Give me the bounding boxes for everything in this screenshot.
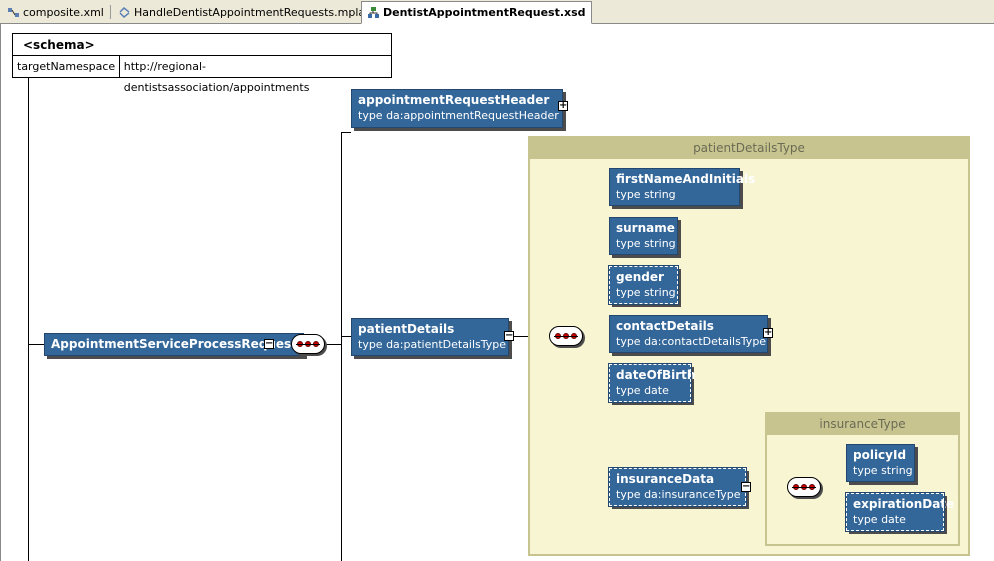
sequence-compositor[interactable]	[787, 477, 821, 497]
element-name: insuranceData	[616, 472, 715, 486]
xsd-icon	[367, 6, 380, 19]
element-type: type da:appointmentRequestHeader	[358, 109, 559, 122]
element-name: appointmentRequestHeader	[358, 93, 550, 107]
tab-separator	[110, 5, 111, 19]
element-surname[interactable]: surname type string	[609, 217, 678, 255]
connector-line	[341, 132, 351, 133]
element-name: gender	[616, 270, 664, 284]
collapse-toggle[interactable]: −	[264, 338, 274, 349]
element-contact-details[interactable]: contactDetails type da:contactDetailsTyp…	[609, 315, 768, 353]
schema-design-canvas: <schema> targetNamespace http://regional…	[0, 24, 994, 561]
sequence-compositor[interactable]	[291, 334, 325, 354]
complex-type-title: insuranceType	[767, 414, 958, 435]
tab-composite[interactable]: composite.xml	[2, 2, 109, 23]
editor-tab-bar: composite.xml HandleDentistAppointmentRe…	[0, 0, 994, 24]
tab-xsd[interactable]: DentistAppointmentRequest.xsd	[361, 1, 592, 24]
expand-toggle[interactable]: +	[763, 327, 773, 338]
element-patient-details[interactable]: patientDetails type da:patientDetailsTyp…	[351, 318, 509, 356]
connector-line	[325, 344, 341, 345]
element-type: type string	[616, 286, 676, 299]
element-expiration-date[interactable]: expirationDate type date	[845, 492, 955, 532]
element-first-name-and-initials[interactable]: firstNameAndInitials type string	[609, 168, 756, 206]
collapse-toggle[interactable]: −	[504, 330, 514, 341]
element-type: type date	[616, 384, 669, 397]
element-policy-id[interactable]: policyId type string	[846, 444, 915, 482]
connector-line	[341, 336, 351, 337]
element-insurance-data[interactable]: insuranceData type da:insuranceType	[608, 467, 747, 507]
complex-type-title: patientDetailsType	[530, 138, 968, 159]
element-name: surname	[616, 221, 675, 235]
schema-title: <schema>	[13, 34, 391, 56]
element-type: type date	[853, 513, 906, 526]
element-gender[interactable]: gender type string	[608, 265, 679, 305]
element-appointment-service-process-request[interactable]: AppointmentServiceProcessRequest	[44, 333, 304, 356]
element-type: type string	[853, 464, 913, 477]
tab-xsd-label: DentistAppointmentRequest.xsd	[383, 6, 586, 19]
connector-line	[341, 132, 342, 561]
element-type: type da:patientDetailsType	[358, 338, 507, 351]
schema-namespace-value: http://regional-dentistsassociation/appo…	[123, 60, 310, 94]
element-type: type da:contactDetailsType	[616, 335, 767, 348]
element-name: policyId	[853, 448, 907, 462]
element-name: expirationDate	[853, 497, 955, 511]
element-name: firstNameAndInitials	[616, 172, 756, 186]
connector-line	[28, 78, 29, 561]
element-date-of-birth[interactable]: dateOfBirth type date	[608, 363, 696, 403]
tab-composite-label: composite.xml	[23, 6, 104, 19]
element-name: dateOfBirth	[616, 368, 696, 382]
element-name: patientDetails	[358, 322, 455, 336]
schema-namespace-row: targetNamespace http://regional-dentists…	[13, 56, 391, 94]
collapse-toggle[interactable]: −	[741, 481, 751, 492]
element-appointment-request-header[interactable]: appointmentRequestHeader type da:appoint…	[351, 89, 563, 128]
tab-mplan[interactable]: HandleDentistAppointmentRequests.mplan	[113, 2, 377, 23]
connector-line	[28, 344, 44, 345]
element-type: type string	[616, 188, 676, 201]
sequence-compositor[interactable]	[549, 326, 583, 346]
element-type: type string	[616, 237, 676, 250]
schema-namespace-key: targetNamespace	[13, 56, 120, 78]
mplan-icon	[118, 6, 131, 19]
tab-mplan-label: HandleDentistAppointmentRequests.mplan	[134, 6, 373, 19]
expand-toggle[interactable]: +	[558, 100, 568, 111]
element-type: type da:insuranceType	[616, 488, 741, 501]
schema-header[interactable]: <schema> targetNamespace http://regional…	[12, 33, 392, 94]
composite-icon	[7, 6, 20, 19]
element-name: contactDetails	[616, 319, 714, 333]
element-name: AppointmentServiceProcessRequest	[51, 337, 297, 351]
